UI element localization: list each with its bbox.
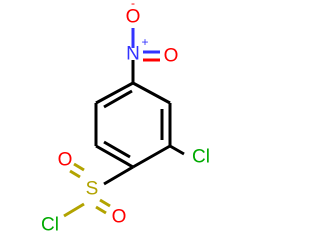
ring-bond-c3-c4 [132, 144, 171, 169]
nitro-group: O - N + O [126, 0, 179, 83]
ring-bond-c4-c5 [95, 144, 134, 169]
atom-sulfonyl-o-bottom: O [112, 207, 127, 228]
bond-s-o-bottom-2 [95, 205, 107, 215]
bond-s-o-top-2 [69, 169, 81, 179]
ring-bond-c6-c1 [95, 81, 134, 105]
bond-s-cl [63, 202, 85, 218]
atom-sulfonyl-o-top: O [58, 150, 73, 171]
sulfonyl-chloride-group: O S O Cl [41, 150, 134, 236]
ring-bond-c1-c2 [132, 81, 171, 105]
bond-s-o-top-1 [73, 162, 85, 172]
charge-nitro-n: + [141, 35, 148, 49]
atom-ring-cl: Cl [192, 147, 210, 168]
chemical-structure: O - N + O Cl O S O Cl [41, 0, 210, 236]
atom-sulfonyl-s: S [86, 179, 99, 200]
benzene-ring [94, 81, 172, 169]
charge-nitro-o-top: - [131, 0, 135, 10]
atom-sulfonyl-cl: Cl [41, 215, 59, 236]
atom-nitro-n: N [126, 44, 140, 65]
bond-s-o-bottom-1 [99, 198, 111, 208]
ring-chlorine: Cl [169, 144, 210, 168]
ring-double-bond-inner-2 [103, 140, 131, 159]
bond-ring-cl [169, 144, 185, 156]
bond-ring-s [103, 165, 134, 186]
ring-double-bond-inner-3 [103, 89, 133, 109]
atom-nitro-o-right: O [164, 46, 179, 67]
atom-nitro-o-top: O [126, 7, 141, 28]
